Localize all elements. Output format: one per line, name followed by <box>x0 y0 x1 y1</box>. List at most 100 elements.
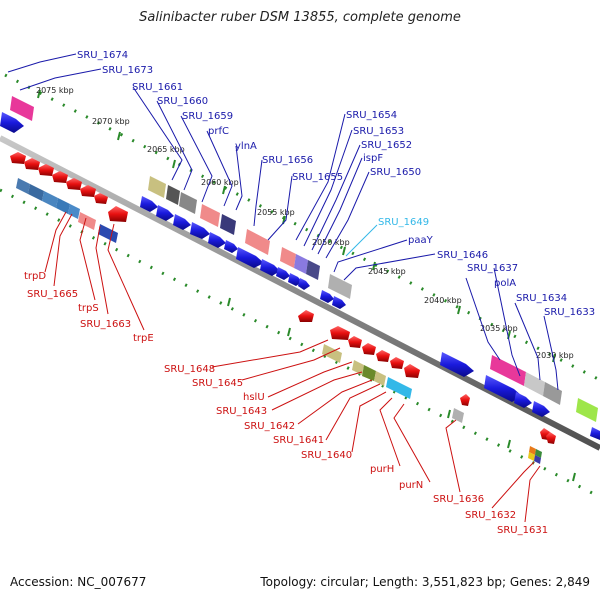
feature-block <box>200 204 220 227</box>
gene-label-sru-1636: SRU_1636 <box>433 494 484 505</box>
feature-block <box>528 452 535 461</box>
forward-cds-arrows <box>0 112 600 440</box>
feature-block <box>148 176 166 198</box>
forward-cds-arrow <box>0 112 24 133</box>
kbp-label: 2030 kbp <box>536 351 574 360</box>
gene-label-sru-1653: SRU_1653 <box>353 126 404 137</box>
gene-label-trps: trpS <box>78 303 99 314</box>
forward-feature-blocks <box>10 96 598 422</box>
feature-block <box>543 382 562 405</box>
gene-label-sru-1649: SRU_1649 <box>378 217 429 228</box>
gene-label-sru-1645: SRU_1645 <box>192 378 243 389</box>
feature-block <box>78 212 96 230</box>
feature-block <box>56 198 70 214</box>
feature-block <box>524 372 545 396</box>
gene-label-sru-1646: SRU_1646 <box>437 250 488 261</box>
gene-label-sru-1652: SRU_1652 <box>361 140 412 151</box>
reverse-cds-arrow <box>546 432 556 444</box>
gene-label-sru-1642: SRU_1642 <box>244 421 295 432</box>
forward-cds-arrow <box>260 259 280 276</box>
feature-block <box>535 449 542 458</box>
reverse-cds-arrow <box>66 178 82 190</box>
gene-label-sru-1661: SRU_1661 <box>132 82 183 93</box>
accession-label: Accession: NC_007677 <box>10 575 147 589</box>
reverse-cds-arrow <box>108 206 128 222</box>
gene-label-sru-1659: SRU_1659 <box>182 111 233 122</box>
reverse-labels: trpD SRU_1665 trpS SRU_1663 trpE SRU_164… <box>24 271 548 536</box>
forward-cds-arrow <box>590 427 600 440</box>
feature-block <box>374 371 386 386</box>
feature-block <box>166 185 180 205</box>
gene-label-purn: purN <box>399 480 423 491</box>
reverse-cds-arrow <box>94 193 108 204</box>
feature-block <box>362 365 376 381</box>
gene-label-sru-1650: SRU_1650 <box>370 167 421 178</box>
forward-cds-arrow <box>156 205 174 221</box>
feature-block <box>28 184 44 201</box>
reverse-cds-arrow <box>330 326 350 340</box>
reverse-cds-arrows <box>10 152 556 444</box>
kbp-label: 2070 kbp <box>92 117 130 126</box>
reverse-cds-arrow <box>80 185 96 197</box>
reverse-feature-blocks <box>16 178 542 464</box>
reverse-cds-arrow <box>390 357 404 369</box>
reverse-cds-arrow <box>298 310 314 322</box>
forward-cds-arrow <box>173 214 191 230</box>
feature-block <box>534 455 541 464</box>
feature-block <box>10 96 34 121</box>
gene-label-sru-1654: SRU_1654 <box>346 110 397 121</box>
feature-block <box>352 360 364 375</box>
reverse-cds-arrow <box>38 164 54 176</box>
feature-block <box>386 377 412 399</box>
topology-label: Topology: circular; Length: 3,551,823 bp… <box>260 575 590 589</box>
highlight-leader-line <box>345 224 378 257</box>
forward-cds-arrow <box>514 392 532 408</box>
gene-label-ispf: ispF <box>363 153 383 164</box>
gene-label-trpe: trpE <box>133 333 154 344</box>
gene-label-sru-1643: SRU_1643 <box>216 406 267 417</box>
kbp-label: 2060 kbp <box>201 178 239 187</box>
gene-label-sru-1660: SRU_1660 <box>157 96 208 107</box>
feature-block <box>220 214 236 235</box>
genome-backbone <box>0 135 600 451</box>
kbp-label: 2035 kbp <box>480 324 518 333</box>
reverse-cds-arrow <box>362 343 376 355</box>
forward-cds-arrow <box>440 352 474 377</box>
map-title: Salinibacter ruber DSM 13855, complete g… <box>139 10 461 25</box>
gene-label-trpd: trpD <box>24 271 46 282</box>
reverse-cds-arrow <box>404 364 420 378</box>
forward-cds-arrow <box>298 278 310 290</box>
feature-block <box>529 446 536 455</box>
forward-labels: SRU_1674 SRU_1673 SRU_1661 SRU_1660 SRU_… <box>77 50 595 318</box>
feature-block <box>322 344 342 363</box>
feature-block <box>68 204 80 219</box>
gene-label-sru-1631: SRU_1631 <box>497 525 548 536</box>
kbp-label: 2065 kbp <box>147 145 185 154</box>
forward-cds-arrow <box>276 267 290 280</box>
forward-cds-arrow <box>532 401 550 417</box>
gene-label-sru-1640: SRU_1640 <box>301 450 352 461</box>
gene-label-sru-1665: SRU_1665 <box>27 289 78 300</box>
feature-block <box>16 178 30 194</box>
gene-label-sru-1637: SRU_1637 <box>467 263 518 274</box>
gene-label-paay: paaY <box>408 235 434 246</box>
forward-cds-arrow <box>208 232 226 248</box>
forward-cds-arrow <box>190 222 210 239</box>
reverse-cds-arrow <box>52 171 68 183</box>
feature-block <box>179 192 197 214</box>
gene-label-sru-1633: SRU_1633 <box>544 307 595 318</box>
gene-label-prfc: prfC <box>208 126 229 137</box>
feature-block <box>328 274 352 299</box>
kbp-label: 2050 kbp <box>312 238 350 247</box>
feature-block <box>306 260 320 280</box>
gene-label-sru-1656: SRU_1656 <box>262 155 313 166</box>
forward-cds-arrow <box>484 375 522 402</box>
feature-block <box>280 247 296 268</box>
feature-block <box>42 191 58 208</box>
gene-label-sru-1674: SRU_1674 <box>77 50 128 61</box>
gene-label-sru-1632: SRU_1632 <box>465 510 516 521</box>
feature-block <box>294 254 308 274</box>
feature-block <box>576 398 598 422</box>
gene-label-sru-1641: SRU_1641 <box>273 435 324 446</box>
